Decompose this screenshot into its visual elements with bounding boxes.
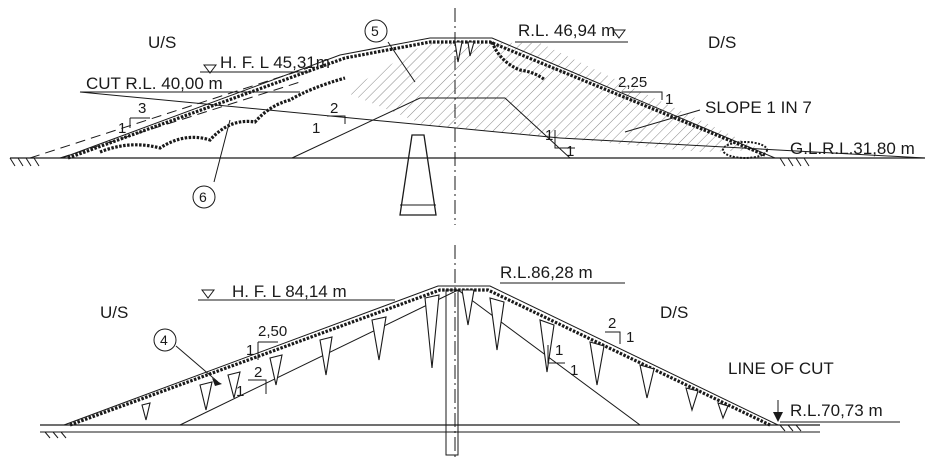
top-us-label: U/S: [148, 33, 176, 52]
top-cut-rl-label: CUT R.L. 40,00 m: [86, 74, 223, 93]
bottom-core-us-line: [179, 289, 459, 426]
top-section: U/S D/S H. F. L 45,31m R.L. 46,94 m CUT …: [9, 8, 925, 225]
top-ground-hatch-right: [779, 157, 810, 167]
top-callout-5-circle: [364, 19, 388, 43]
bottom-us-label: U/S: [100, 303, 128, 322]
top-slope-leader: [624, 109, 701, 133]
top-us-slope-run: 3: [138, 100, 146, 117]
top-core-ds-run: 1: [545, 127, 553, 144]
top-ds-slope-rise: 1: [665, 91, 673, 108]
top-dashed-slope-1: [29, 67, 309, 159]
bottom-embankment-outline: [63, 285, 779, 426]
bottom-ground-hatch-right: [779, 424, 802, 432]
bottom-ds-label: D/S: [660, 303, 688, 322]
bottom-core-us-triangle: [248, 379, 267, 394]
bottom-core-ds-triangle: [547, 345, 565, 364]
bottom-core-us-rise: 1: [236, 383, 244, 400]
top-callout-6: 6: [199, 189, 207, 205]
top-ds-label: D/S: [708, 33, 736, 52]
top-ground-hatch-left: [9, 157, 40, 167]
top-crest-triangle: [612, 29, 626, 39]
bottom-slope-cracks: [141, 294, 729, 421]
bottom-callout-4-circle: [153, 328, 177, 352]
bottom-us-slope-rise: 1: [246, 342, 254, 359]
top-slope-line: [559, 137, 925, 159]
top-core-ds-triangle: [554, 130, 575, 149]
top-ds-slope-triangle: [622, 91, 663, 100]
top-eroded-face: [99, 76, 346, 154]
top-crest-rl-label: R.L. 46,94 m: [518, 21, 615, 40]
top-core-ds-rise: 1: [566, 143, 574, 160]
bottom-cut-arrow-head: [773, 412, 783, 422]
bottom-ds-slope-triangle: [605, 331, 621, 344]
bottom-core-ds-run: 1: [555, 342, 563, 359]
bottom-hfl-label: H. F. L 84,14 m: [232, 282, 347, 301]
top-cutoff-wall: [399, 134, 437, 216]
bottom-core-us-run: 2: [254, 364, 262, 381]
top-core-outline: [291, 97, 571, 159]
bottom-ds-slope-run: 2: [608, 315, 616, 332]
top-core-slope-rise: 1: [312, 120, 320, 137]
bottom-cutoff-wall: [445, 289, 459, 456]
top-embankment-outline: [61, 37, 776, 159]
top-crack-1: [454, 41, 463, 63]
top-crest-slump: [490, 41, 546, 82]
top-callout-5-leader: [387, 41, 416, 83]
top-slope-label: SLOPE 1 IN 7: [705, 98, 812, 117]
bottom-section: U/S D/S H. F. L 84,14 m R.L.86,28 m LINE…: [40, 245, 900, 459]
bottom-ground-hatch-left: [44, 431, 67, 439]
bottom-callout-4-leader: [175, 345, 219, 383]
top-us-slope-rise: 1: [118, 120, 126, 137]
bottom-callout-4-arrow: [212, 378, 222, 386]
top-ds-slope-run: 2,25: [618, 74, 647, 91]
top-hfl-label: H. F. L 45,31m: [220, 53, 330, 72]
bottom-ds-slope-rise: 1: [626, 329, 634, 346]
bottom-core-ds-rise: 1: [570, 362, 578, 379]
bottom-cut-line-label: LINE OF CUT: [728, 359, 834, 378]
bottom-crest-crack: [461, 289, 475, 326]
top-callout-5: 5: [371, 23, 379, 39]
top-gl-rl-label: G.L.R.L.31,80 m: [790, 139, 915, 158]
top-callout-6-leader: [213, 119, 231, 183]
bottom-us-slope-run: 2,50: [258, 323, 287, 340]
top-toe-filter: [722, 141, 768, 159]
top-core-slope-run: 2: [330, 100, 338, 117]
bottom-callout-4: 4: [160, 332, 168, 348]
bottom-crest-rl-label: R.L.86,28 m: [500, 263, 593, 282]
top-callout-6-circle: [192, 185, 216, 209]
top-cut-line: [79, 91, 561, 139]
top-crack-2: [467, 41, 475, 57]
top-core-slope-triangle: [327, 115, 346, 124]
bottom-rl-label: R.L.70,73 m: [790, 401, 883, 420]
top-riprap-outline: [67, 40, 766, 160]
top-cut-hatched-zone: [345, 42, 762, 152]
bottom-hfl-triangle: [201, 289, 215, 299]
top-dashed-slope-2: [59, 81, 301, 159]
top-hfl-triangle: [203, 64, 217, 74]
